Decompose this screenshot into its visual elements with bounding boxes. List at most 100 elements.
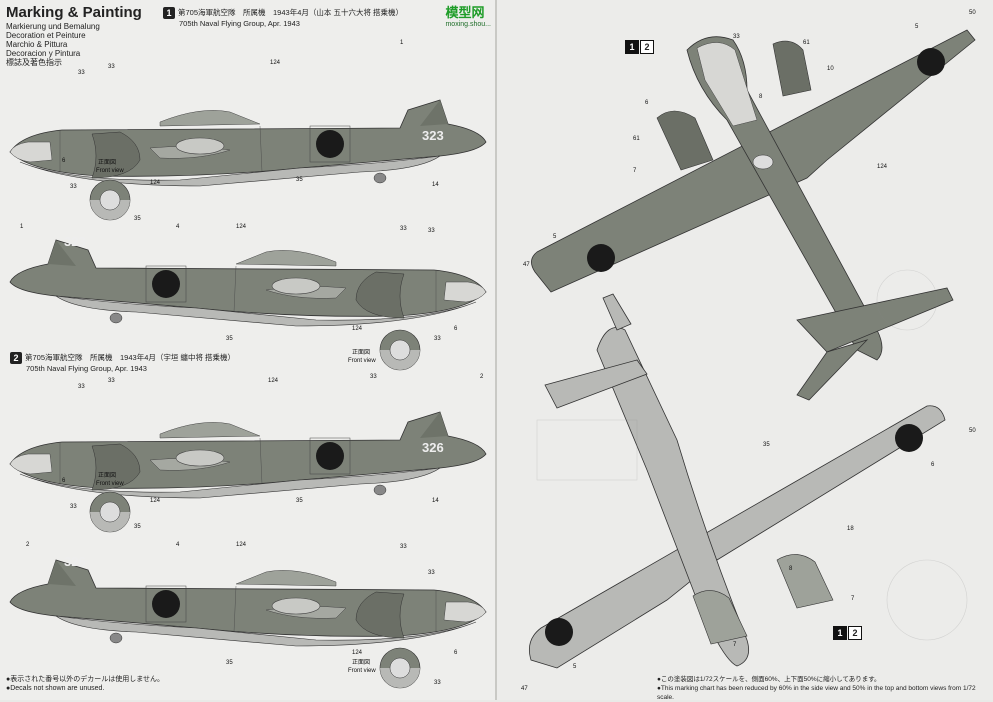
- callout: 6: [645, 100, 649, 106]
- callout: 33: [428, 570, 435, 576]
- lang-zh: 標誌及著色指示: [6, 58, 62, 67]
- top-view-plane: [531, 29, 976, 401]
- callout: 61: [803, 40, 810, 46]
- callout: 47: [521, 686, 528, 692]
- callout: 33: [400, 544, 407, 550]
- scheme2-en: 705th Naval Flying Group, Apr. 1943: [26, 364, 147, 373]
- callout: 5: [915, 24, 919, 30]
- code-badge-1: 1: [625, 40, 639, 54]
- left-page: Marking & Painting Markierung und Bemalu…: [0, 0, 495, 700]
- scheme2-badge: 2: [10, 352, 22, 364]
- callout: 2: [480, 374, 484, 380]
- scheme1-side-right-profile: [9, 239, 487, 327]
- front-view-3-jp: 正面図: [98, 472, 116, 479]
- front-view-3: 正面図 Front view: [89, 472, 131, 533]
- lang-es: Decoracion y Pintura: [6, 49, 81, 58]
- page-title: Marking & Painting: [6, 4, 142, 21]
- language-titles: Markierung und Bemalung Decoration et Pe…: [6, 22, 126, 67]
- callout: 8: [759, 94, 763, 100]
- callout: 14: [432, 182, 439, 188]
- scheme2-tail-number: 326: [422, 440, 444, 455]
- callout: 61: [633, 136, 640, 142]
- callout: 124: [877, 164, 888, 170]
- callout: 124: [270, 60, 281, 66]
- callout: 8: [789, 566, 793, 572]
- callout: 33: [108, 64, 115, 70]
- callout: 50: [969, 428, 976, 434]
- front-view-2: 正面図 Front view: [348, 329, 421, 371]
- scheme1-badge: 1: [163, 7, 175, 19]
- callout: 35: [296, 498, 303, 504]
- callout: 124: [268, 378, 279, 384]
- callout: 6: [454, 326, 458, 332]
- callout: 33: [108, 378, 115, 384]
- scheme1-tail-number: 323: [422, 128, 444, 143]
- callout: 35: [134, 524, 141, 530]
- lang-it: Marchio & Pittura: [6, 40, 68, 49]
- callout: 33: [434, 680, 441, 686]
- callout: 5: [553, 234, 557, 240]
- background-assembly-sketch: [536, 269, 968, 641]
- watermark: 模型网 moxing.shou...: [445, 2, 491, 28]
- scale-footnote: ●この塗装図は1/72スケールを、側面60%、上下面50%に縮小してあります。 …: [657, 675, 987, 702]
- callout: 124: [236, 224, 247, 230]
- callout: 124: [150, 180, 161, 186]
- callout: 124: [236, 542, 247, 548]
- callout: 50: [969, 10, 976, 16]
- callout: 4: [176, 224, 180, 230]
- callout: 7: [733, 642, 737, 648]
- scheme2-tail-number-b: 326: [64, 554, 86, 569]
- unused-decals-note: ●表示された番号以外のデカールは使用しません。 ●Decals not show…: [6, 675, 164, 693]
- scheme1-en: 705th Naval Flying Group, Apr. 1943: [179, 19, 300, 28]
- front-view-4-jp: 正面図: [352, 659, 370, 666]
- scheme2-side-right-profile: [9, 559, 487, 647]
- callout: 33: [78, 384, 85, 390]
- left-callouts: 1 124 33 33 6 35 14 124 33 35 1 4 124 33…: [20, 40, 484, 686]
- footnote-jp: ●この塗装図は1/72スケールを、側面60%、上下面50%に縮小してあります。: [657, 676, 881, 683]
- callout: 124: [352, 326, 363, 332]
- callout: 1: [20, 224, 24, 230]
- callout: 6: [454, 650, 458, 656]
- bottom-view-plane: [528, 293, 946, 669]
- callout: 1: [400, 40, 404, 46]
- callout: 18: [847, 526, 854, 532]
- front-view-1: 正面図 Front view: [89, 159, 131, 221]
- code-badge-4: 2: [848, 626, 862, 640]
- callout: 33: [70, 504, 77, 510]
- callout: 47: [523, 262, 530, 268]
- callout: 6: [62, 478, 66, 484]
- watermark-line1: 模型网: [445, 5, 485, 20]
- code-badge-3: 1: [833, 626, 847, 640]
- scheme1-jp: 第705海軍航空隊 所属機 1943年4月（山本 五十六大将 搭乗機）: [178, 7, 404, 17]
- watermark-line2: moxing.shou...: [445, 21, 491, 28]
- code-badge-2: 2: [640, 40, 654, 54]
- callout: 33: [733, 34, 740, 40]
- front-view-1-en: Front view: [96, 168, 124, 174]
- callout: 5: [573, 664, 577, 670]
- front-view-4-en: Front view: [348, 668, 376, 674]
- callout: 35: [226, 660, 233, 666]
- right-callouts: 33 61 5 50 6 10 8 61 124 7 5 47 35 50 6 …: [521, 10, 976, 692]
- callout: 33: [400, 226, 407, 232]
- front-view-2-jp: 正面図: [352, 349, 370, 356]
- callout: 10: [827, 66, 834, 72]
- callout: 35: [134, 216, 141, 222]
- lang-de: Markierung und Bemalung: [6, 22, 100, 31]
- note-en: ●Decals not shown are unused.: [6, 685, 105, 692]
- page-gutter: [495, 0, 497, 700]
- callout: 33: [78, 70, 85, 76]
- callout: 33: [70, 184, 77, 190]
- scheme2-jp: 第705海軍航空隊 所属機 1943年4月（宇垣 纏中将 搭乗機）: [25, 352, 236, 362]
- callout: 33: [428, 228, 435, 234]
- front-view-2-en: Front view: [348, 358, 376, 364]
- callout: 33: [434, 336, 441, 342]
- callout: 35: [296, 177, 303, 183]
- callout: 4: [176, 542, 180, 548]
- callout: 35: [763, 442, 770, 448]
- lang-fr: Decoration et Peinture: [6, 31, 86, 40]
